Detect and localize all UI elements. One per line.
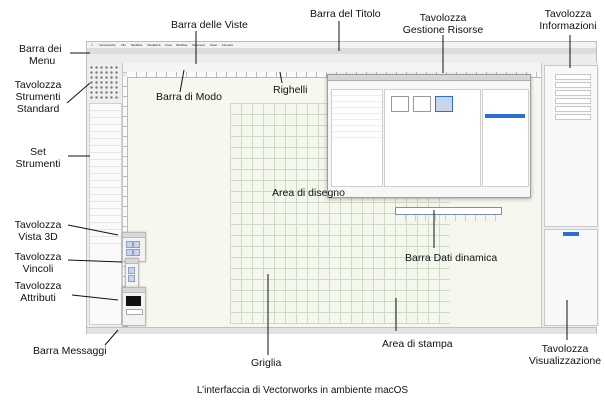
resource-tree[interactable] [331,89,383,187]
caption: L’interfaccia di Vectorworks in ambiente… [196,385,409,396]
vertical-ruler [122,77,128,327]
label-drawing-area: Area di disegno [272,187,345,199]
resource-grid[interactable] [384,89,481,187]
message-bar [87,327,596,334]
visualization-palette[interactable] [544,229,598,326]
label-message-bar: Barra Messaggi [33,345,107,357]
label-grid: Griglia [251,357,282,369]
tool-sets-list[interactable] [89,103,122,325]
label-view-bar: Barra delle Viste [171,19,248,31]
label-print-area: Area di stampa [382,338,453,350]
label-title-bar: Barra del Titolo [310,8,381,20]
label-visualization: Tavolozza Visualizzazione [528,343,602,367]
label-dynamic-data-bar: Barra Dati dinamica [405,252,498,264]
label-rulers: Righelli [273,84,308,96]
label-menu-bar: Barra dei Menu [19,43,62,67]
label-object-info: Tavolozza Informazioni [539,8,597,32]
resource-preview [482,89,529,187]
label-mode-bar: Barra di Modo [156,91,222,103]
label-tool-sets: Set Strumenti [15,146,61,170]
standard-tools-palette[interactable] [89,65,120,99]
attributes-palette[interactable] [122,287,146,326]
label-constraints: Tavolozza Vincoli [14,251,62,275]
resource-manager-palette[interactable] [327,74,531,198]
object-info-palette[interactable] [544,65,598,227]
right-panel [541,63,599,327]
label-standard-tools: Tavolozza Strumenti Standard [14,79,62,115]
view-3d-palette[interactable] [122,232,146,262]
label-resource-manager: Tavolozza Gestione Risorse [402,12,484,36]
vectorworks-screenshot:  Vectorworks File Modifica Visualizza C… [86,41,599,334]
constraints-palette[interactable] [125,258,139,290]
dynamic-data-bar[interactable] [395,207,502,221]
left-panel [87,63,123,327]
label-attributes: Tavolozza Attributi [14,280,62,304]
label-view-3d: Tavolozza Vista 3D [14,219,62,243]
